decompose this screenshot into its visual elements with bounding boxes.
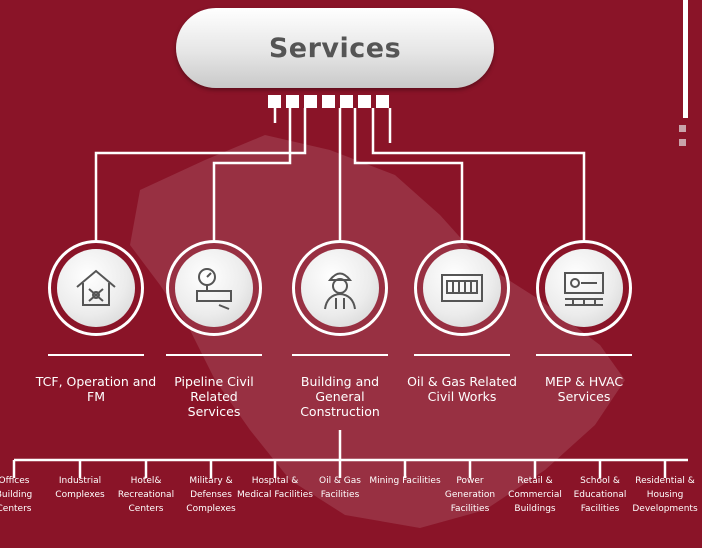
service-node-tcf [48, 240, 144, 336]
service-node-oil-gas [414, 240, 510, 336]
divider [414, 354, 510, 356]
decor-square [679, 125, 686, 132]
port [286, 95, 299, 108]
sector-label: Mining Facilities [369, 476, 441, 486]
construction-worker-icon [324, 272, 356, 310]
port [358, 95, 371, 108]
port [340, 95, 353, 108]
decor-square [679, 139, 686, 146]
sector-label: Military & Defenses Complexes [186, 476, 236, 514]
port [268, 95, 281, 108]
port [322, 95, 335, 108]
service-node-construction [292, 240, 388, 336]
sector-label: Industrial Complexes [55, 476, 105, 500]
port [376, 95, 389, 108]
service-node-pipeline [166, 240, 262, 336]
port [304, 95, 317, 108]
service-label: Building and General Construction [300, 374, 380, 419]
service-label: Oil & Gas Related Civil Works [407, 374, 517, 404]
sector-label: School & Educational Facilities [573, 476, 627, 514]
divider [48, 354, 144, 356]
diagram-title: Services [268, 32, 402, 64]
sector-ticks [12, 460, 667, 478]
sector-label: Offices Building Centers [0, 476, 33, 514]
decor-bar [683, 0, 688, 118]
divider [536, 354, 632, 356]
pipeline-gauge-icon [196, 268, 232, 310]
divider [166, 354, 262, 356]
sector-label: Retail & Commercial Buildings [508, 476, 562, 514]
hvac-unit-icon [564, 272, 604, 306]
control-panel-icon [441, 274, 483, 302]
service-label: Pipeline Civil Related Services [174, 374, 254, 419]
service-node-mep-hvac [536, 240, 632, 336]
house-tools-icon [76, 269, 116, 306]
sector-label: Hotel& Recreational Centers [117, 476, 175, 514]
sector-label: Oil & Gas Facilities [318, 476, 361, 500]
services-title-pill: Services [176, 8, 494, 88]
service-label: MEP & HVAC Services [544, 374, 624, 404]
sector-label: Residential & Housing Developments [632, 476, 698, 514]
connector-ports [268, 95, 389, 108]
sector-label: Power Generation Facilities [444, 476, 496, 514]
divider [292, 354, 388, 356]
service-label: TCF, Operation and FM [35, 374, 157, 404]
sector-label: Hospital & Medical Facilities [237, 476, 313, 500]
